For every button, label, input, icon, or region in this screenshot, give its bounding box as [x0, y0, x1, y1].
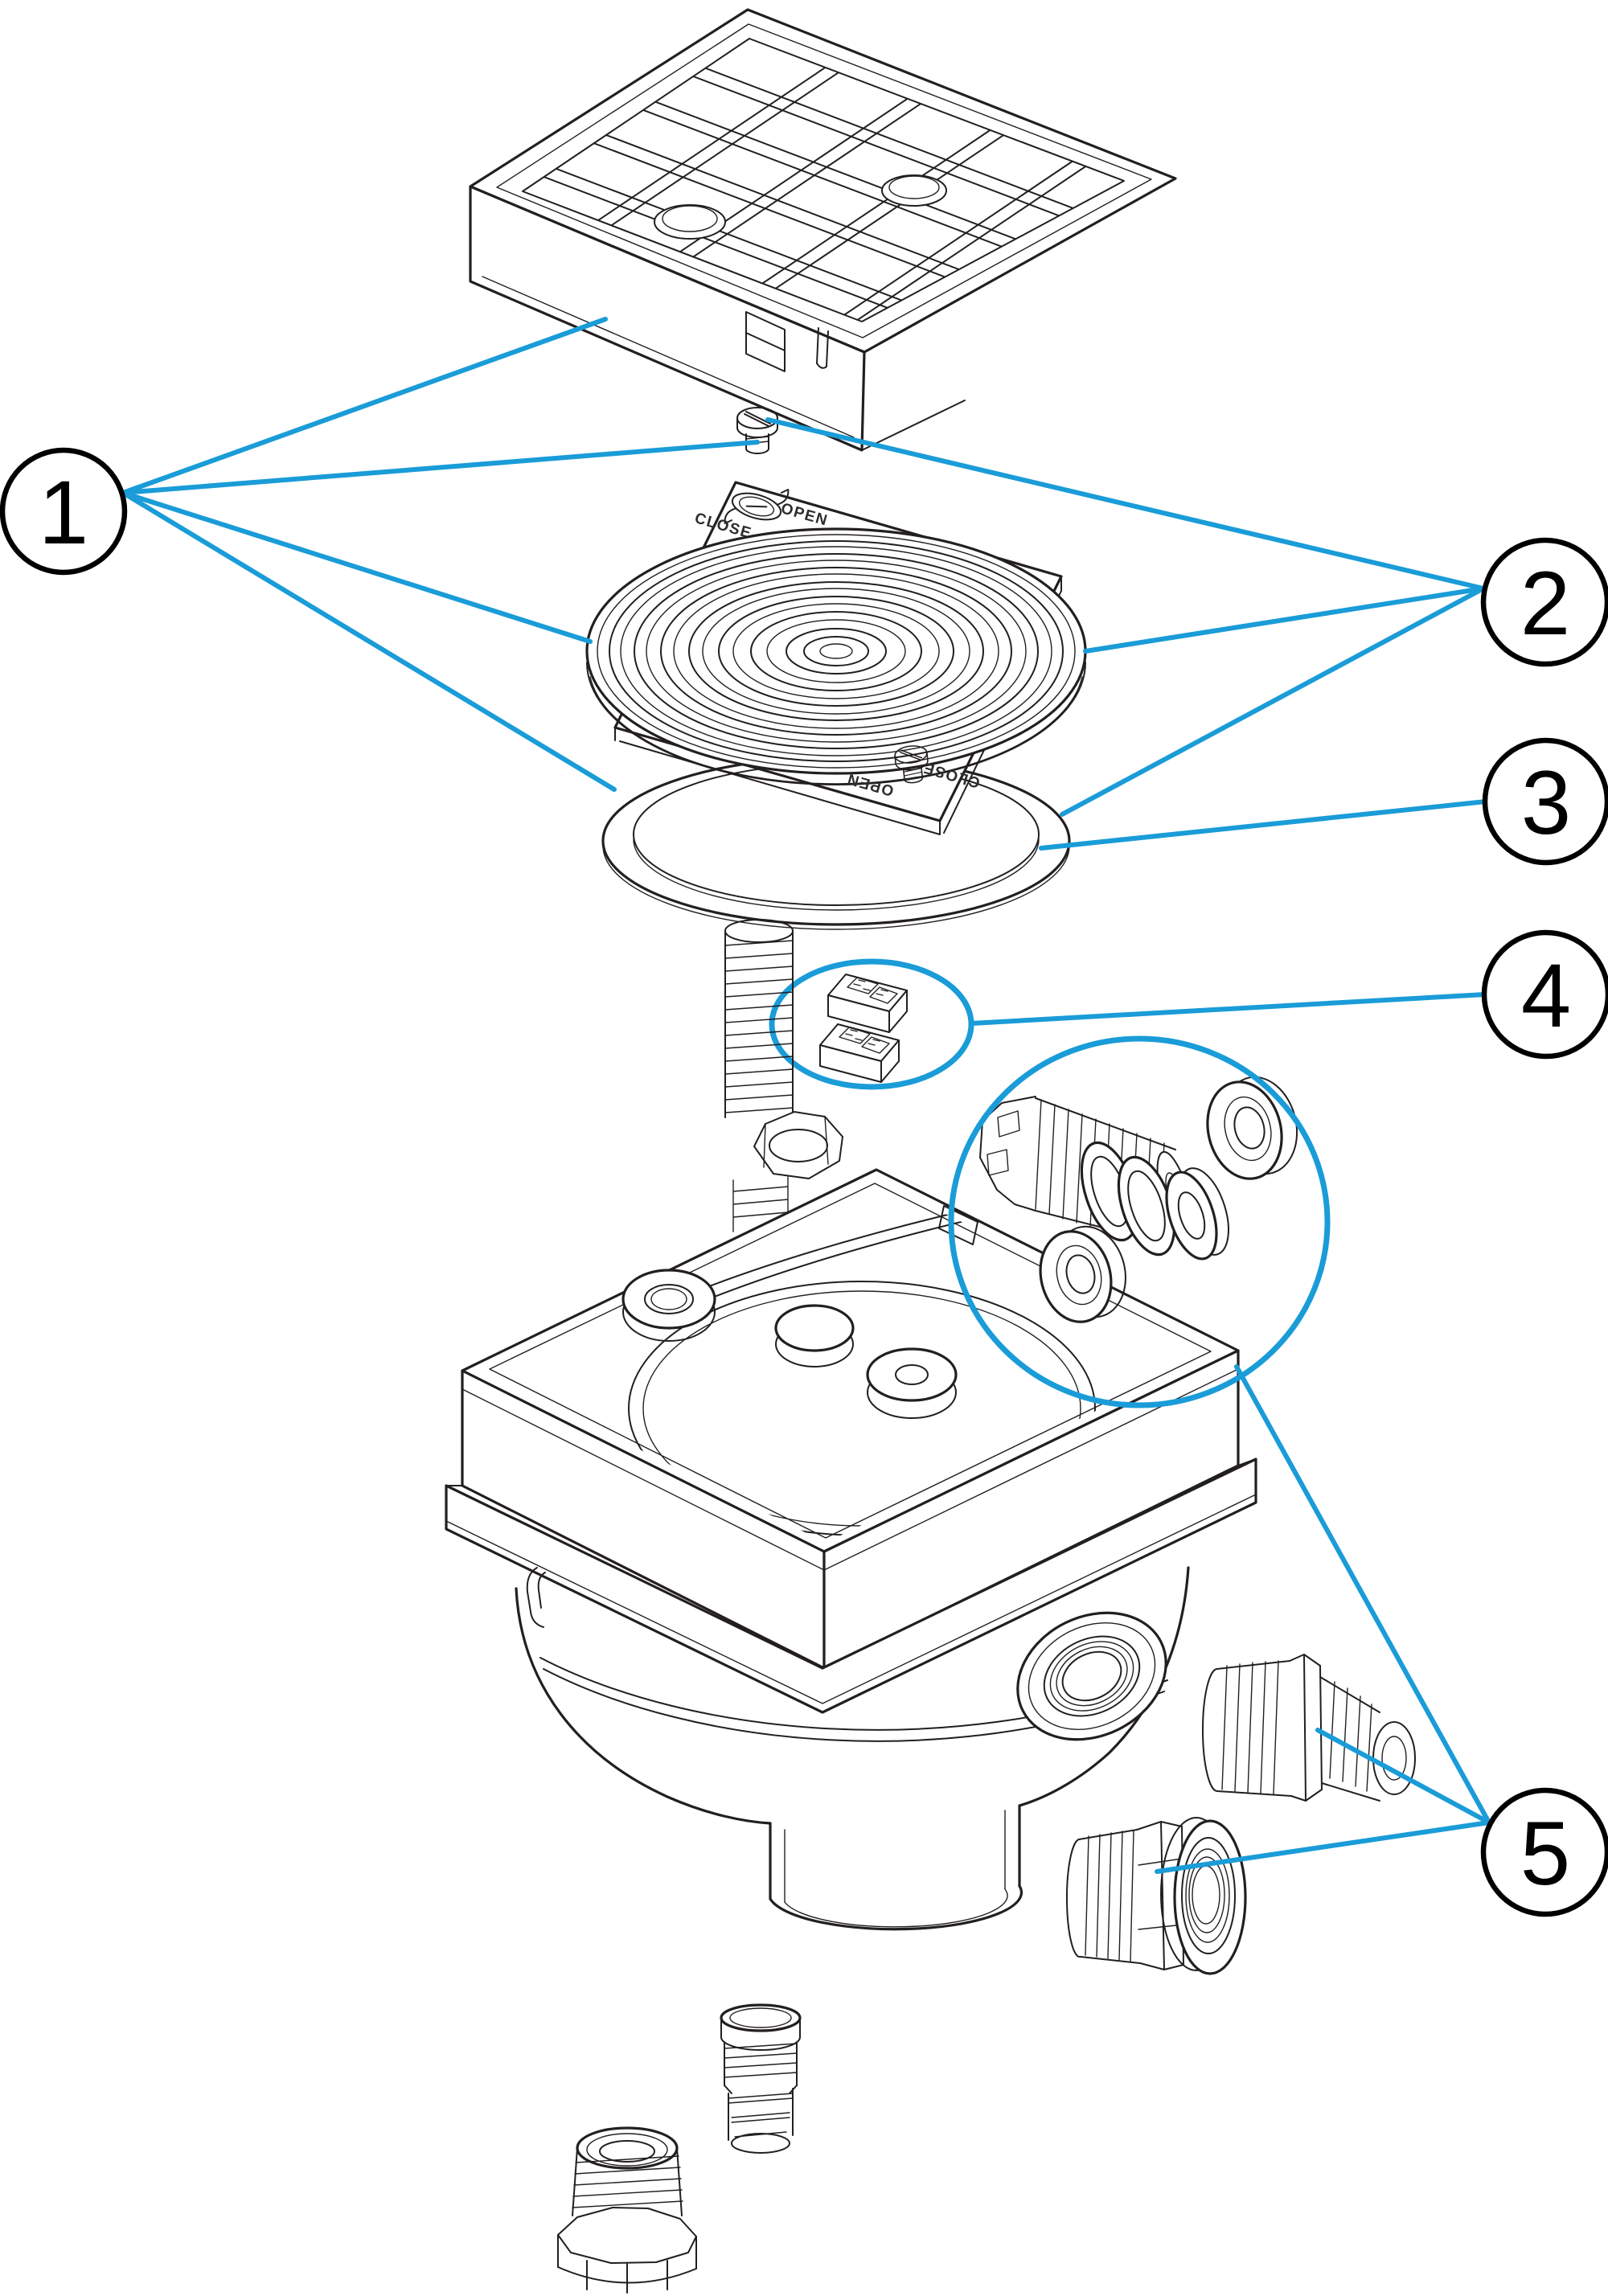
body-rim-notch	[938, 1205, 978, 1245]
hose-adapter-bottom	[720, 2003, 802, 2154]
reducing-bushing	[1065, 1817, 1247, 1975]
leader-lines	[121, 317, 1491, 1874]
callout-2: 2	[1480, 537, 1608, 667]
gland-highlight-circle	[948, 1035, 1331, 1408]
leader-1-lid	[121, 490, 593, 644]
leader-4-clips	[969, 992, 1487, 1026]
body-boss-large	[866, 1347, 958, 1419]
body-flange	[445, 1458, 1257, 1714]
grate-lattice	[523, 49, 1112, 322]
callout-4-number: 4	[1521, 945, 1571, 1046]
lid-disc-ribs	[597, 534, 1076, 769]
grommet-top-right	[1206, 1076, 1298, 1180]
leader-1-gasket	[121, 490, 617, 792]
leader-1-screw	[121, 440, 760, 495]
callout-2-number: 2	[1520, 553, 1570, 654]
gland-parts-group	[948, 1035, 1331, 1408]
body-walls	[461, 1349, 1240, 1670]
leader-2-lid	[1083, 586, 1486, 654]
gland-cap	[1165, 1167, 1229, 1261]
leader-5-adapter	[1315, 1728, 1491, 1825]
leader-5-glands	[1234, 1364, 1491, 1825]
callout-5: 5	[1480, 1787, 1608, 1917]
body-spout	[769, 1804, 1023, 1931]
clip-upper	[827, 974, 908, 1033]
callout-4: 4	[1481, 929, 1608, 1060]
clips-group	[769, 958, 974, 1090]
callout-5-number: 5	[1520, 1803, 1570, 1904]
hose-adapter-side	[1202, 1654, 1416, 1802]
body-ear-tab	[526, 1567, 546, 1628]
leader-2-plate	[1060, 586, 1486, 817]
callout-1-number: 1	[39, 462, 88, 563]
grate-clip-tab	[745, 311, 786, 372]
leader-1-frame	[121, 317, 608, 495]
grate-inner-rim	[522, 38, 1125, 322]
grate-frame	[469, 8, 1177, 452]
body-top-pipe	[724, 919, 843, 1232]
octagonal-fitting	[557, 2126, 697, 2294]
leader-5-bushing	[1155, 1820, 1491, 1874]
body-grommet-left	[621, 1269, 716, 1342]
callout-1: 1	[0, 447, 128, 576]
grate-knockout-right	[881, 174, 947, 207]
lid-screw-exploded	[736, 406, 779, 455]
callout-3-number: 3	[1521, 752, 1571, 853]
grate-pin	[816, 327, 829, 369]
clip-lower	[819, 1023, 900, 1083]
callout-3: 3	[1482, 737, 1608, 866]
grommet-center	[1039, 1225, 1126, 1323]
grate-knockout-left	[654, 204, 726, 240]
leader-2-screw	[765, 417, 1486, 591]
leader-3-gasket	[1039, 799, 1488, 851]
body-boss-small	[774, 1304, 855, 1367]
lid-assembly: CLOSE OPEN CLOSE OPEN	[585, 474, 1087, 835]
body-side-port	[1016, 1611, 1167, 1741]
callouts: 1 2 3 4 5	[0, 447, 1608, 1917]
pipe-hex-nut	[753, 1111, 843, 1179]
